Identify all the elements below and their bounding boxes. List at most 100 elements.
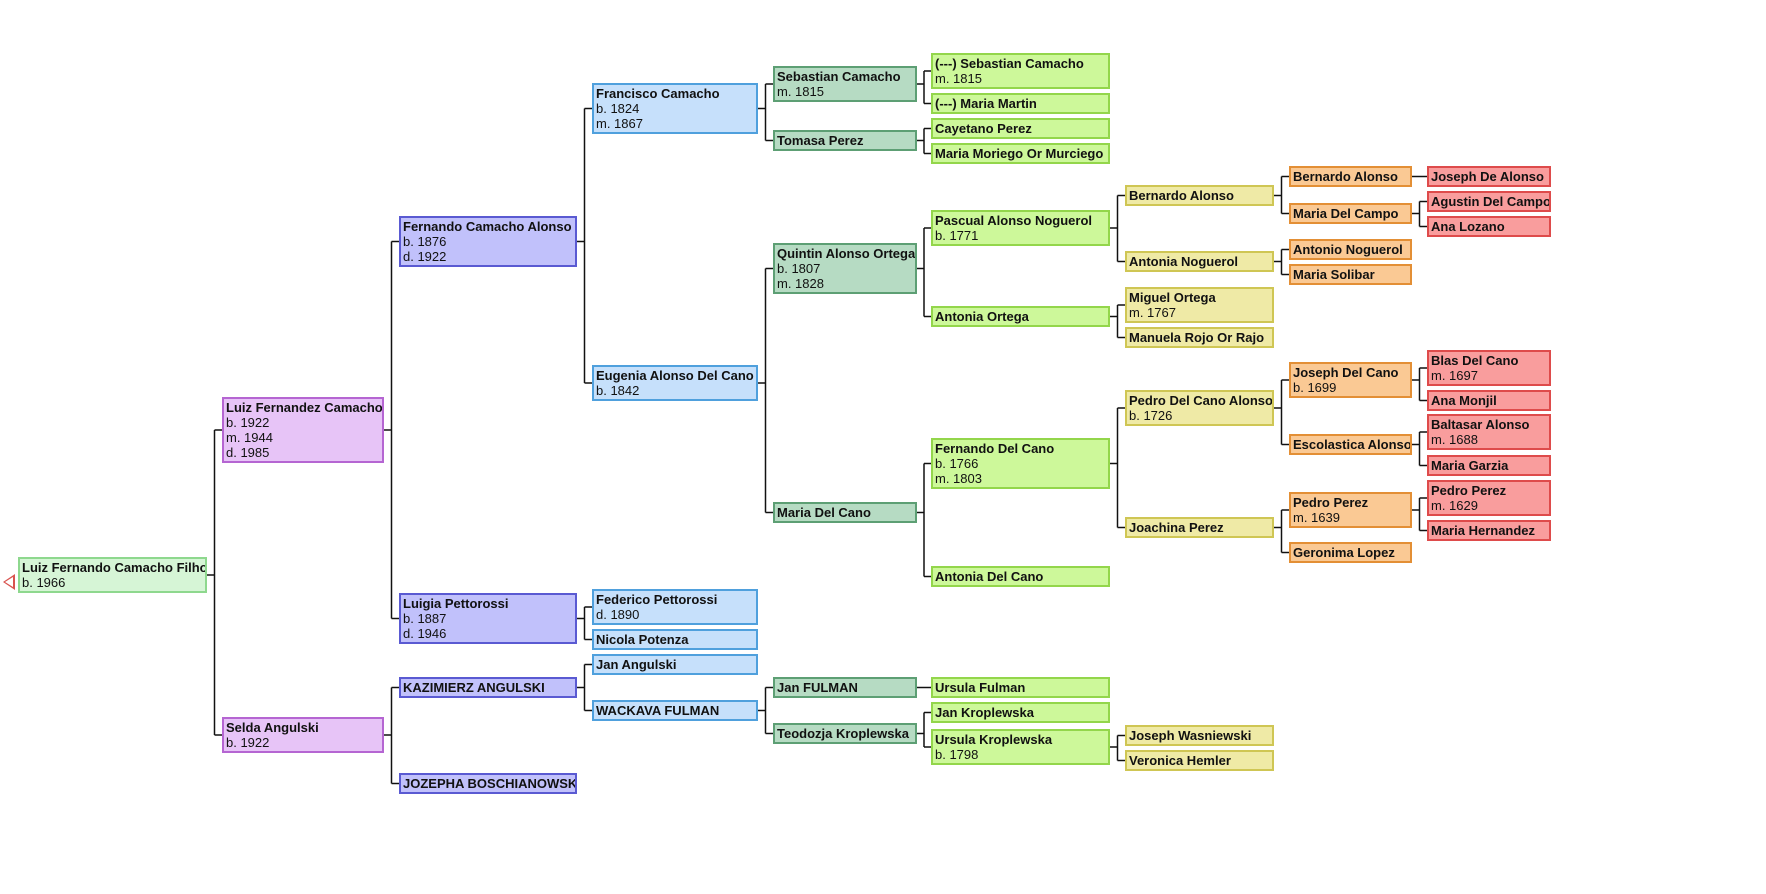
person-name: Federico Pettorossi <box>596 592 718 607</box>
person-name: (---) Sebastian Camacho <box>935 56 1084 71</box>
person-box[interactable]: Jan FULMAN <box>773 677 917 698</box>
person-name: Maria Del Cano <box>777 505 871 520</box>
person-name: Agustin Del Campo <box>1431 194 1551 209</box>
person-name: (---) Maria Martin <box>935 96 1037 111</box>
person-box[interactable]: Nicola Potenza <box>592 629 758 650</box>
person-box[interactable]: Escolastica Alonso <box>1289 434 1412 455</box>
person-box[interactable]: Tomasa Perez <box>773 130 917 151</box>
person-event: b. 1922 <box>226 415 270 430</box>
person-name: KAZIMIERZ ANGULSKI <box>403 680 545 695</box>
person-event: m. 1639 <box>1293 510 1340 525</box>
person-name: Fernando Del Cano <box>935 441 1055 456</box>
person-name: Maria Del Campo <box>1293 206 1399 221</box>
person-name: Escolastica Alonso <box>1293 437 1412 452</box>
person-name: Quintin Alonso Ortega <box>777 246 916 261</box>
person-name: Antonia Del Cano <box>935 569 1044 584</box>
person-name: Joseph Wasniewski <box>1129 728 1252 743</box>
person-event: d. 1985 <box>226 445 270 460</box>
person-box[interactable]: Bernardo Alonso <box>1125 185 1274 206</box>
person-box[interactable]: Antonia Noguerol <box>1125 251 1274 272</box>
person-event: m. 1629 <box>1431 498 1478 513</box>
person-box[interactable]: Maria Del Cano <box>773 502 917 523</box>
person-event: m. 1697 <box>1431 368 1478 383</box>
person-box[interactable]: (---) Maria Martin <box>931 93 1110 114</box>
person-box[interactable]: Ana Lozano <box>1427 216 1551 237</box>
person-event: b. 1766 <box>935 456 979 471</box>
person-box[interactable]: Antonia Ortega <box>931 306 1110 327</box>
person-name: Manuela Rojo Or Rajo <box>1129 330 1265 345</box>
person-name: JOZEPHA BOSCHIANOWSKA <box>403 776 577 791</box>
person-event: m. 1688 <box>1431 432 1478 447</box>
person-event: m. 1815 <box>777 84 824 99</box>
person-box[interactable]: Manuela Rojo Or Rajo <box>1125 327 1274 348</box>
person-name: Joseph Del Cano <box>1293 365 1399 380</box>
person-box[interactable]: Veronica Hemler <box>1125 750 1274 771</box>
person-box[interactable]: Maria Hernandez <box>1427 520 1551 541</box>
person-name: Jan Kroplewska <box>935 705 1034 720</box>
person-box[interactable]: Teodozja Kroplewska <box>773 723 917 744</box>
person-box[interactable]: Joachina Perez <box>1125 517 1274 538</box>
person-box[interactable]: Joseph Wasniewski <box>1125 725 1274 746</box>
person-event: m. 1828 <box>777 276 824 291</box>
person-box[interactable]: Maria Garzia <box>1427 455 1551 476</box>
person-box[interactable]: Joseph De Alonso <box>1427 166 1551 187</box>
person-name: Bernardo Alonso <box>1293 169 1398 184</box>
person-event: b. 1699 <box>1293 380 1337 395</box>
person-name: Pedro Perez <box>1293 495 1369 510</box>
person-box[interactable]: KAZIMIERZ ANGULSKI <box>399 677 577 698</box>
person-name: Ursula Kroplewska <box>935 732 1053 747</box>
person-box[interactable]: Jan Kroplewska <box>931 702 1110 723</box>
person-box[interactable]: Agustin Del Campo <box>1427 191 1551 212</box>
person-event: b. 1726 <box>1129 408 1173 423</box>
person-name: Ana Lozano <box>1431 219 1505 234</box>
person-box[interactable]: Ana Monjil <box>1427 390 1551 411</box>
person-name: Antonio Noguerol <box>1293 242 1403 257</box>
person-name: Luigia Pettorossi <box>403 596 509 611</box>
person-box[interactable]: Geronima Lopez <box>1289 542 1412 563</box>
person-box[interactable]: Jan Angulski <box>592 654 758 675</box>
person-name: Francisco Camacho <box>596 86 720 101</box>
expand-descendants-icon[interactable] <box>3 574 15 590</box>
person-box[interactable]: Maria Solibar <box>1289 264 1412 285</box>
person-name: Maria Garzia <box>1431 458 1509 473</box>
person-box[interactable]: JOZEPHA BOSCHIANOWSKA <box>399 773 577 794</box>
person-name: Sebastian Camacho <box>777 69 901 84</box>
person-box[interactable]: Maria Moriego Or Murciego <box>931 143 1110 164</box>
person-box[interactable]: WACKAVA FULMAN <box>592 700 758 721</box>
person-event: b. 1842 <box>596 383 640 398</box>
person-box[interactable]: Maria Del Campo <box>1289 203 1412 224</box>
person-event: d. 1946 <box>403 626 447 641</box>
person-box[interactable]: Cayetano Perez <box>931 118 1110 139</box>
person-box[interactable]: Antonia Del Cano <box>931 566 1110 587</box>
person-box[interactable]: Bernardo Alonso <box>1289 166 1412 187</box>
person-event: m. 1803 <box>935 471 982 486</box>
person-box[interactable]: Ursula Fulman <box>931 677 1110 698</box>
person-name: Antonia Ortega <box>935 309 1029 324</box>
person-box[interactable]: Antonio Noguerol <box>1289 239 1412 260</box>
person-name: Joseph De Alonso <box>1431 169 1544 184</box>
person-name: Selda Angulski <box>226 720 319 735</box>
